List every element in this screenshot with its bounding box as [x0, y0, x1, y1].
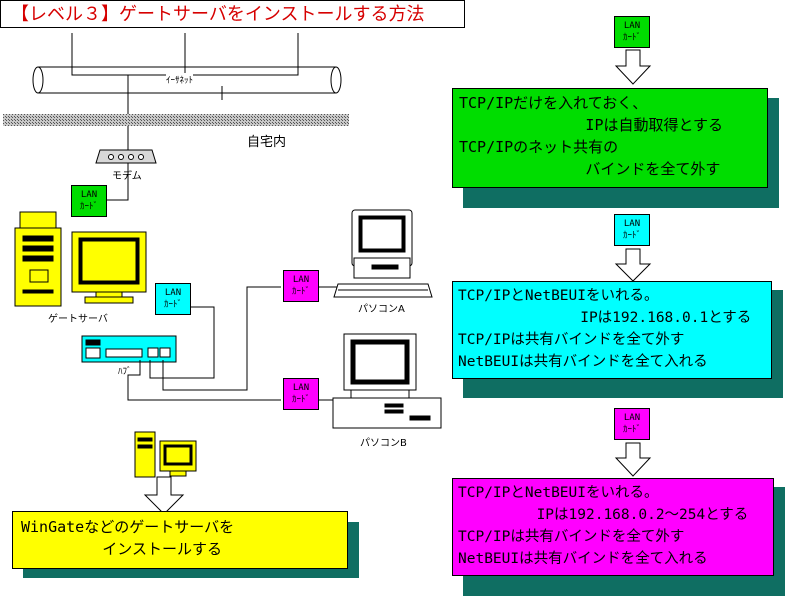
step-line: TCP/IPだけを入れておく、	[459, 94, 648, 112]
step-line: TCP/IPとNetBEUIをいれる。	[458, 288, 659, 304]
lan-card-text: ｶｰﾄﾞ	[622, 425, 641, 435]
step-box-magenta: TCP/IPとNetBEUIをいれる。 IPは192.168.0.2～254とす…	[452, 478, 774, 576]
lan-card-cyan-top: LAN ｶｰﾄﾞ	[614, 214, 650, 246]
lan-card-text: LAN	[292, 383, 310, 393]
lan-card-text: LAN	[80, 190, 98, 200]
step-line: TCP/IPとNetBEUIをいれる。	[458, 485, 659, 501]
gateway-server-computer	[14, 211, 147, 307]
step-line: IPは自動取得とする	[459, 116, 724, 134]
pc-b-label: パソコンB	[360, 438, 407, 449]
lan-card-pc-b: LAN ｶｰﾄﾞ	[283, 378, 319, 410]
modem-device	[95, 149, 157, 164]
lan-card-text: ｶｰﾄﾞ	[622, 33, 641, 43]
lan-card-text: ｶｰﾄﾞ	[291, 395, 310, 405]
gateway-server-label: ゲートサーバ	[48, 314, 108, 325]
ethernet-cable-pipe	[32, 66, 342, 94]
lan-card-text: ｶｰﾄﾞ	[79, 202, 98, 212]
lan-card-green-top: LAN ｶｰﾄﾞ	[614, 16, 650, 48]
step-line: NetBEUIは共有バインドを全て入れる	[458, 551, 708, 567]
step-line: TCP/IPは共有バインドを全て外す	[458, 332, 685, 348]
install-note-line: インストールする	[21, 540, 222, 558]
hub-label: ﾊﾌﾞ	[118, 367, 132, 377]
down-arrows	[143, 49, 652, 515]
ethernet-label: ｲｰｻﾈｯﾄ	[166, 73, 194, 86]
step-line: NetBEUIは共有バインドを全て入れる	[458, 354, 708, 370]
lan-card-gateway: LAN ｶｰﾄﾞ	[155, 283, 191, 315]
lan-card-text: LAN	[623, 21, 641, 31]
lan-card-text: LAN	[623, 219, 641, 229]
step-line: バインドを全て外す	[459, 160, 721, 178]
step-line: IPは192.168.0.2～254とする	[458, 507, 749, 523]
lan-card-pc-a: LAN ｶｰﾄﾞ	[283, 270, 319, 302]
step-box-green: TCP/IPだけを入れておく、 IPは自動取得とする TCP/IPのネット共有の…	[452, 88, 768, 188]
lan-card-magenta-top: LAN ｶｰﾄﾞ	[614, 408, 650, 440]
lan-card-text: LAN	[292, 275, 310, 285]
lan-card-text: ｶｰﾄﾞ	[622, 231, 641, 241]
pc-a-label: パソコンA	[358, 304, 405, 315]
hub-device	[81, 335, 177, 363]
step-line: TCP/IPは共有バインドを全て外す	[458, 529, 685, 545]
lan-cables	[127, 286, 357, 401]
modem-label: モデム	[112, 171, 142, 182]
lan-card-modem: LAN ｶｰﾄﾞ	[71, 185, 107, 217]
step-box-cyan: TCP/IPとNetBEUIをいれる。 IPは192.168.0.1とする TC…	[452, 281, 772, 379]
lan-card-text: ｶｰﾄﾞ	[291, 287, 310, 297]
pc-a-computer	[333, 209, 433, 298]
step-line: TCP/IPのネット共有の	[459, 138, 619, 156]
pc-b-computer	[332, 333, 442, 429]
home-label: 自宅内	[247, 135, 287, 150]
page-title: 【レベル３】ゲートサーバをインストールする方法	[0, 0, 465, 28]
small-gateway-icon	[134, 431, 197, 478]
house-boundary	[3, 114, 349, 126]
install-note-box: WinGateなどのゲートサーバを インストールする	[12, 511, 348, 569]
lan-card-text: LAN	[164, 288, 182, 298]
install-note-line: WinGateなどのゲートサーバを	[21, 518, 235, 536]
lan-card-text: LAN	[623, 413, 641, 423]
step-line: IPは192.168.0.1とする	[458, 310, 752, 326]
lan-card-text: ｶｰﾄﾞ	[163, 300, 182, 310]
